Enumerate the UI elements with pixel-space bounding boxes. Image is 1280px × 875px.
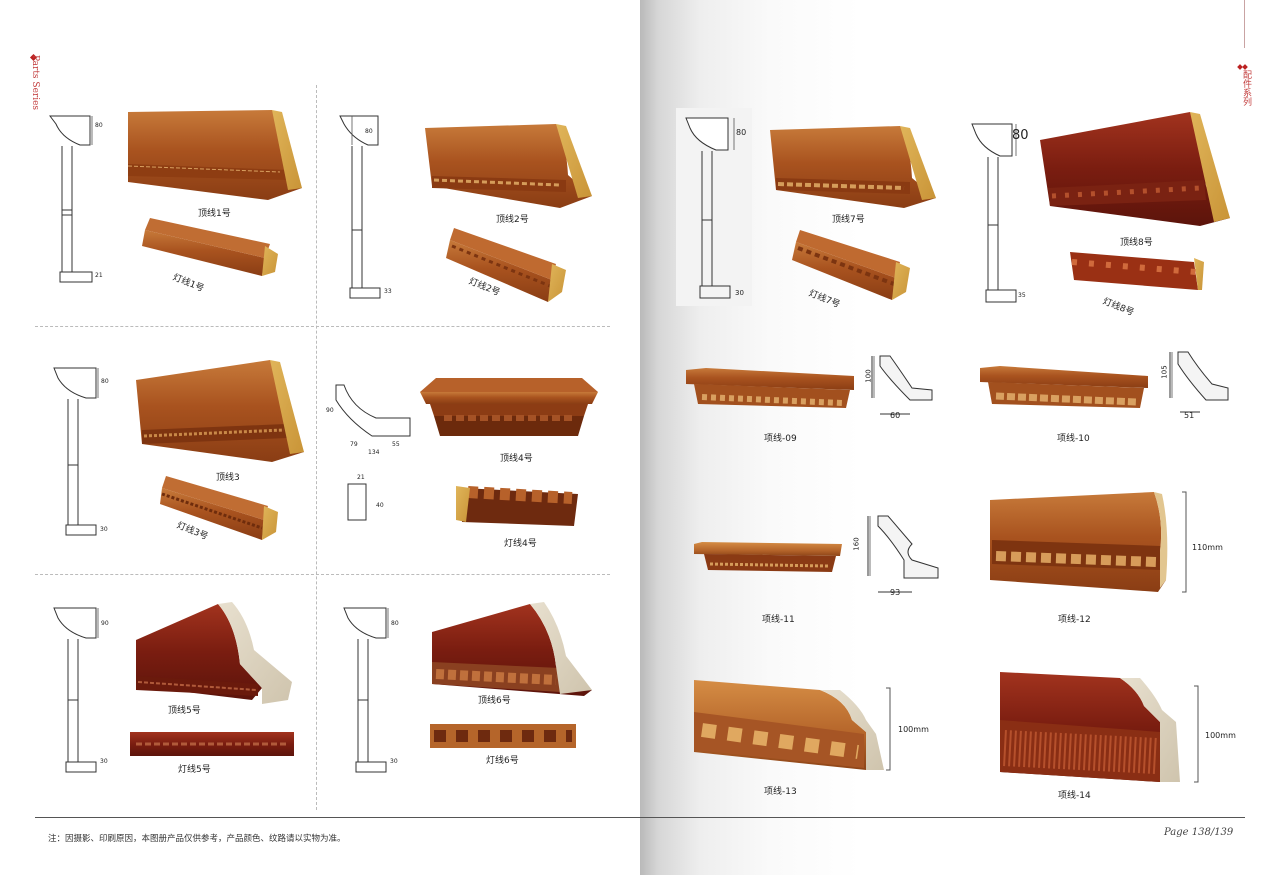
light-moulding-2 — [446, 228, 566, 302]
product-label: 项线-10 — [1057, 434, 1090, 444]
crown-moulding-09 — [686, 368, 854, 408]
size-label: 110mm — [1192, 543, 1223, 552]
side-label-right: 配件系列 — [1241, 70, 1251, 106]
product-label: 顶线1号 — [198, 209, 231, 219]
dim-label: 33 — [384, 288, 392, 295]
light-moulding-4 — [456, 486, 578, 526]
crown-moulding-12 — [990, 492, 1168, 592]
profile-drawing-8 — [971, 123, 1017, 303]
crown-moulding-3 — [136, 360, 304, 462]
product-label: 顶线5号 — [168, 706, 201, 716]
profile-drawing-1 — [49, 115, 93, 283]
product-label: 顶线4号 — [500, 454, 533, 464]
dim-label: 134 — [368, 449, 380, 456]
crown-moulding-8 — [1040, 112, 1230, 226]
dim-label: 93 — [890, 588, 901, 597]
product-label: 项线-13 — [764, 787, 797, 797]
product-label: 项线-12 — [1058, 615, 1091, 625]
crown-moulding-4 — [420, 378, 598, 436]
product-label: 顶线8号 — [1120, 238, 1153, 248]
crown-moulding-10 — [980, 366, 1148, 408]
profile-drawing-3 — [53, 367, 97, 536]
dim-label: 30 — [100, 758, 108, 765]
size-label: 100mm — [1205, 731, 1236, 740]
crown-moulding-14 — [1000, 672, 1180, 782]
size-bracket-14 — [1194, 685, 1199, 783]
dim-label: 55 — [392, 441, 400, 448]
disclaimer-note: 注：因摄影、印刷原因，本图册产品仅供参考，产品颜色、纹路请以实物为准。 — [48, 834, 346, 844]
crown-moulding-11 — [694, 542, 842, 572]
light-moulding-7 — [792, 230, 910, 300]
dim-label: 80 — [101, 378, 109, 385]
dim-label: 30 — [100, 526, 108, 533]
crown-moulding-6 — [432, 602, 592, 696]
dim-label: 35 — [1018, 292, 1026, 299]
light-moulding-1 — [142, 218, 278, 276]
crown-moulding-7 — [770, 126, 936, 208]
dim-label: 80 — [736, 128, 747, 137]
product-label: 项线-11 — [762, 615, 795, 625]
dim-label: 80 — [391, 620, 399, 627]
dim-label: 100 — [864, 369, 873, 383]
dim-label: 79 — [350, 441, 358, 448]
grid-divider — [35, 574, 610, 575]
profile-drawing-10 — [1169, 351, 1229, 413]
product-label: 顶线3 — [216, 473, 240, 483]
dim-label: 105 — [1160, 365, 1169, 379]
dim-label: 80 — [365, 128, 373, 135]
dim-label: 30 — [735, 289, 744, 297]
profile-drawing-2 — [339, 115, 381, 299]
crown-moulding-2 — [425, 124, 592, 208]
grid-divider — [316, 85, 317, 810]
side-label-left: Parts Series — [30, 55, 40, 111]
size-bracket-13 — [886, 687, 891, 771]
light-moulding-8 — [1070, 252, 1204, 290]
product-label: 项线-09 — [764, 434, 797, 444]
product-label: 灯线4号 — [504, 539, 537, 549]
dim-label: 30 — [390, 758, 398, 765]
dim-label: 80 — [95, 122, 103, 129]
page-number: Page 138/139 — [1164, 827, 1234, 838]
dim-label: 90 — [326, 407, 334, 414]
dimension-ticks — [91, 116, 1173, 638]
product-label: 灯线5号 — [178, 765, 211, 775]
dim-label: 21 — [95, 272, 103, 279]
product-label: 顶线2号 — [496, 215, 529, 225]
profile-drawing-4 — [335, 384, 411, 521]
side-rule — [1244, 0, 1245, 48]
product-label: 灯线6号 — [486, 756, 519, 766]
grid-divider — [35, 326, 610, 327]
dim-label: 60 — [890, 411, 901, 420]
crown-moulding-1 — [127, 110, 302, 200]
profile-drawing-5 — [53, 607, 97, 773]
dim-label: 21 — [357, 474, 365, 481]
product-label: 项线-14 — [1058, 791, 1091, 801]
dim-label: 40 — [376, 502, 384, 509]
light-moulding-6 — [430, 724, 576, 748]
profile-drawing-09 — [871, 355, 933, 415]
light-moulding-5 — [130, 732, 294, 756]
profile-drawing-6 — [343, 607, 387, 773]
dim-label: 90 — [101, 620, 109, 627]
profile-drawing-11 — [867, 515, 939, 593]
profile-drawing-7 — [685, 117, 731, 299]
light-moulding-3 — [160, 476, 278, 540]
size-bracket-12 — [1182, 491, 1187, 593]
crown-moulding-5 — [136, 602, 292, 704]
crown-moulding-13 — [694, 680, 884, 770]
product-label: 顶线6号 — [478, 696, 511, 706]
dim-label: 51 — [1184, 411, 1195, 420]
footer-rule — [35, 817, 1245, 818]
dim-label: 80 — [1012, 128, 1029, 143]
product-label: 顶线7号 — [832, 215, 865, 225]
dim-label: 160 — [852, 537, 861, 551]
size-label: 100mm — [898, 725, 929, 734]
